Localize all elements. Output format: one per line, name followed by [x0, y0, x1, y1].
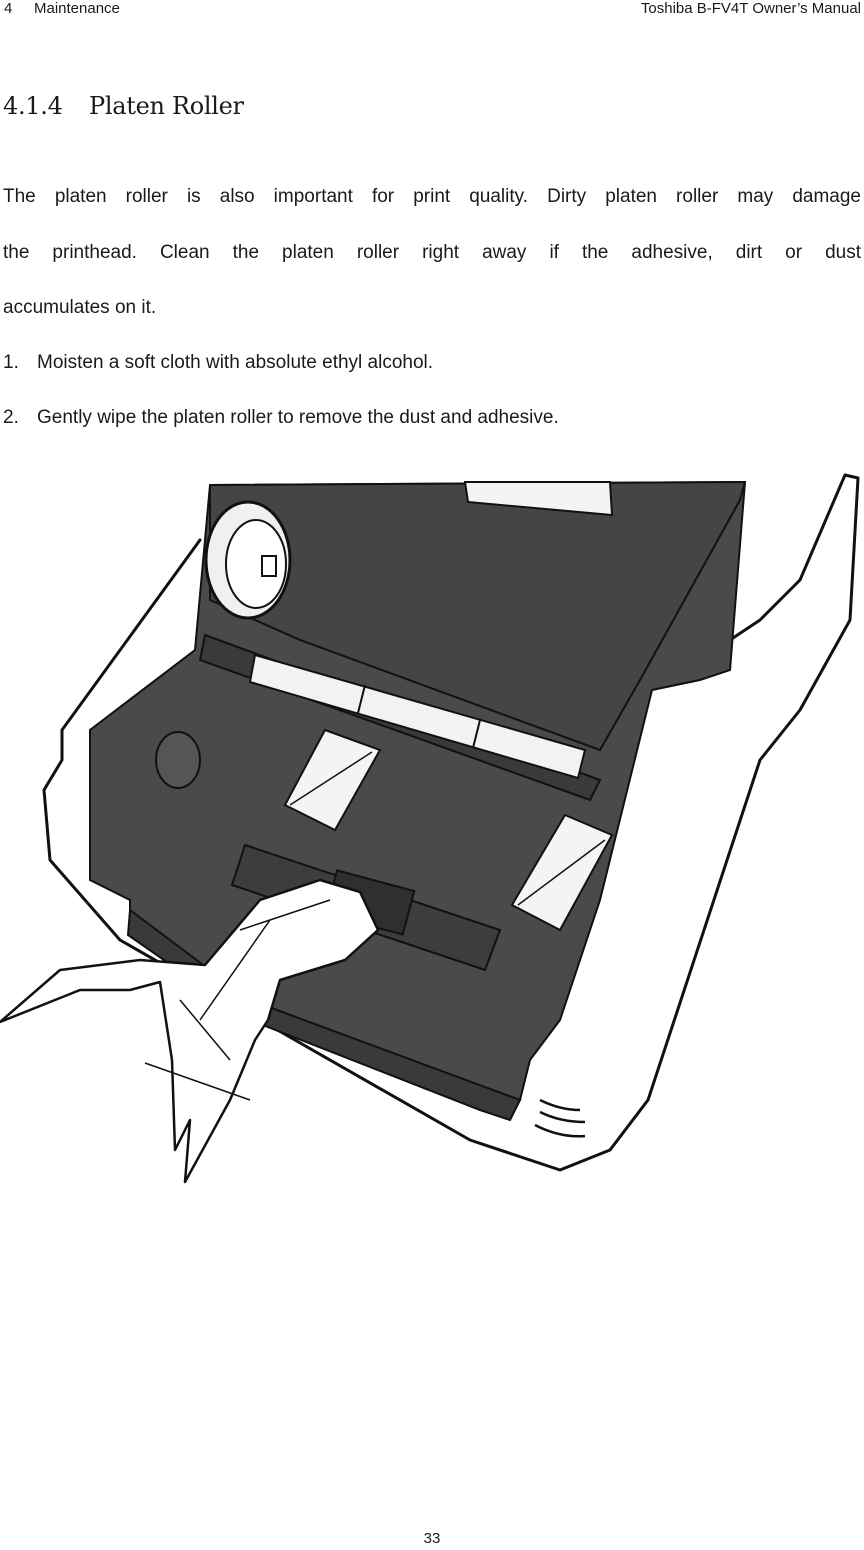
section-heading: 4.1.4 Platen Roller	[3, 92, 244, 120]
step-text: Moisten a soft cloth with absolute ethyl…	[37, 352, 434, 373]
manual-title: Toshiba B-FV4T Owner’s Manual	[640, 0, 861, 17]
step-1: 1. Moisten a soft cloth with absolute eth…	[3, 353, 433, 373]
platen-roller-cleaning-illustration	[0, 473, 860, 1184]
cleaning-cloth	[0, 878, 380, 1184]
step-text: Gently wipe the platen roller to remove …	[37, 407, 559, 428]
gear-wheel	[204, 500, 292, 620]
page-header: 4 Maintenance Toshiba B-FV4T Owner’s Manu…	[0, 0, 864, 22]
chapter-number: 4	[4, 0, 13, 17]
platen-roller	[248, 653, 587, 780]
chapter-title: Maintenance	[34, 0, 120, 17]
page-number: 33	[423, 1530, 441, 1547]
vent-slots	[534, 1098, 586, 1138]
step-number: 1.	[3, 352, 19, 373]
intro-line-1: The platen roller is also important for …	[3, 186, 861, 207]
front-lip	[126, 908, 522, 1122]
step-number: 2.	[3, 407, 19, 428]
intro-line-2: the printhead. Clean the platen roller r…	[3, 242, 861, 263]
intro-line-3: accumulates on it.	[3, 297, 157, 318]
section-title: Platen Roller	[89, 92, 244, 120]
chapter-label: 4 Maintenance	[4, 0, 120, 18]
paper-guide-left	[283, 728, 382, 832]
section-number: 4.1.4	[3, 92, 63, 120]
paper-top	[463, 481, 614, 517]
knob	[155, 731, 201, 789]
cloth-folds	[144, 899, 331, 1101]
step-2: 2. Gently wipe the platen roller to remov…	[3, 408, 559, 428]
